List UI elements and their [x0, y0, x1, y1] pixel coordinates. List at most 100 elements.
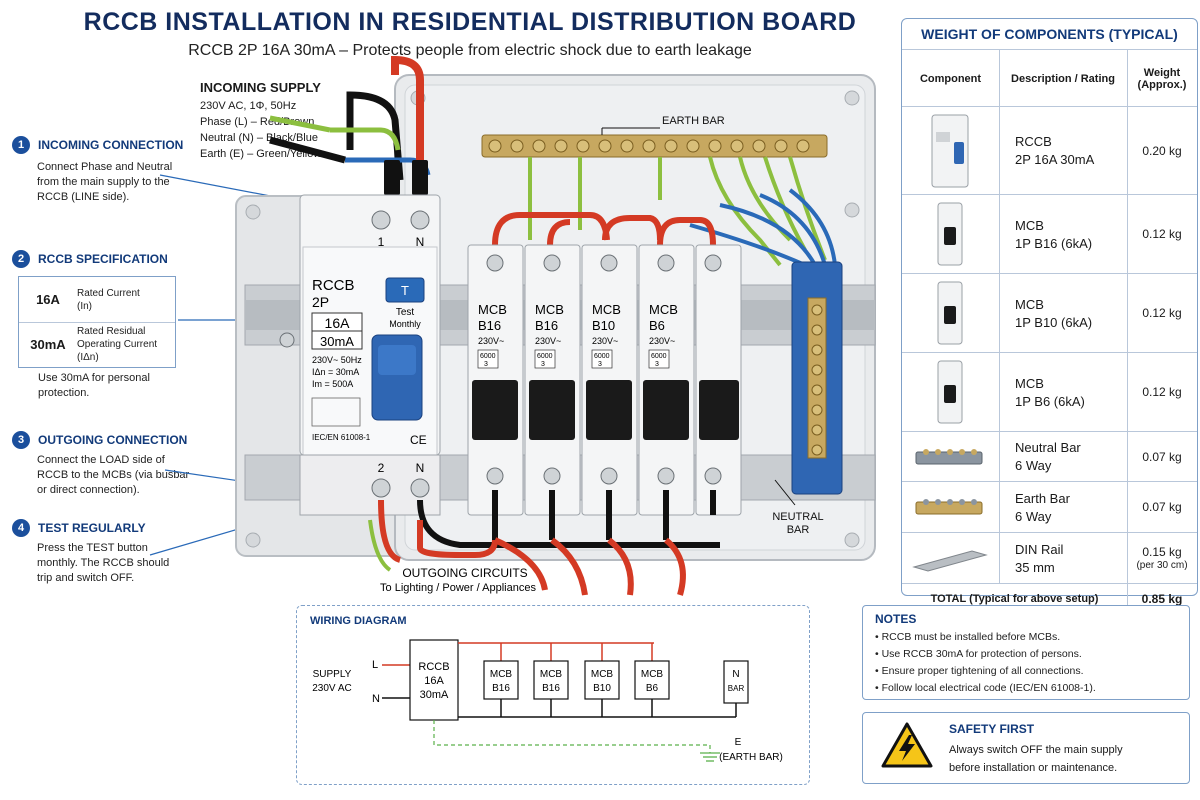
step-text-line: Press the TEST button [37, 542, 148, 554]
note-item: • RCCB must be installed before MCBs. [875, 631, 1061, 643]
wiring-title: WIRING DIAGRAM [310, 615, 407, 627]
step-2-heading: 2 RCCB SPECIFICATION [12, 250, 168, 268]
svg-text:B16: B16 [478, 318, 501, 333]
notes-panel: NOTES • RCCB must be installed before MC… [862, 605, 1190, 700]
svg-text:N: N [372, 693, 380, 705]
spec-box: 16A Rated Current (In) 30mA Rated Residu… [18, 276, 176, 368]
spec-desc-line: (In) [77, 300, 92, 312]
step-4-text: Press the TEST button monthly. The RCCB … [37, 541, 169, 586]
step-title: TEST REGULARLY [38, 521, 146, 535]
spec-value: 16A [36, 292, 60, 307]
outgoing-circuits-subtitle: To Lighting / Power / Appliances [380, 582, 536, 594]
spec-desc-line: (IΔn) [77, 352, 99, 363]
svg-text:6000: 6000 [537, 353, 553, 360]
rccb-name: RCCB [312, 277, 355, 294]
supply-line: Earth (E) – Green/Yellow [200, 148, 322, 160]
component-weight: 0.15 kg (per 30 cm) [1127, 533, 1197, 584]
svg-text:N: N [732, 669, 739, 680]
step-text-line: RCCB to the MCBs (via busbar [37, 469, 190, 481]
total-row: TOTAL (Typical for above setup) 0.85 kg [902, 583, 1197, 614]
safety-panel: SAFETY FIRST Always switch OFF the main … [862, 712, 1190, 784]
header-weight: Weight (Approx.) [1137, 66, 1187, 91]
svg-text:IΔn = 30mA: IΔn = 30mA [312, 367, 359, 377]
svg-text:3: 3 [484, 361, 488, 368]
wiring-diagram-panel [296, 605, 810, 785]
svg-text:Test: Test [396, 307, 415, 318]
note-item: • Use RCCB 30mA for protection of person… [875, 648, 1082, 660]
step-2-text: Use 30mA for personal protection. [38, 371, 150, 401]
step-1-text: Connect Phase and Neutral from the main … [37, 160, 172, 205]
header-description: Description / Rating [999, 50, 1128, 107]
step-4-heading: 4 TEST REGULARLY [12, 519, 146, 537]
step-text-line: Connect the LOAD side of [37, 454, 165, 466]
step-number: 2 [12, 250, 30, 268]
safety-title: SAFETY FIRST [949, 722, 1035, 736]
svg-text:RCCB: RCCB [418, 661, 449, 673]
component-weight: 0.12 kg [1142, 306, 1182, 320]
svg-text:MCB: MCB [649, 302, 678, 317]
wiring-mcb-box [584, 660, 620, 700]
svg-text:230V~: 230V~ [535, 336, 561, 346]
svg-text:6000: 6000 [651, 353, 667, 360]
spec-desc-line: Operating Current [77, 339, 158, 350]
svg-text:MCB: MCB [490, 669, 513, 680]
svg-text:230V~: 230V~ [478, 336, 504, 346]
safety-text-line: Always switch OFF the main supply [949, 744, 1123, 756]
rccb-poles: 2P [312, 294, 329, 310]
step-text-line: RCCB (LINE side). [37, 191, 130, 203]
step-1-heading: 1 INCOMING CONNECTION [12, 136, 183, 154]
supply-line: 230V AC, 1Φ, 50Hz [200, 100, 297, 112]
svg-text:N: N [416, 461, 425, 475]
wiring-mcb-box [634, 660, 670, 700]
svg-text:IEC/EN 61008-1: IEC/EN 61008-1 [312, 433, 371, 442]
step-number: 3 [12, 431, 30, 449]
svg-text:Monthly: Monthly [389, 319, 421, 329]
svg-text:30mA: 30mA [420, 689, 449, 701]
step-number: 1 [12, 136, 30, 154]
svg-text:Im = 500A: Im = 500A [312, 379, 353, 389]
svg-text:CE: CE [410, 433, 427, 447]
step-text-line: trip and switch OFF. [37, 572, 135, 584]
svg-text:3: 3 [541, 361, 545, 368]
step-3-heading: 3 OUTGOING CONNECTION [12, 431, 187, 449]
total-value: 0.85 kg [1141, 591, 1183, 606]
spec-row: 16A Rated Current (In) [19, 277, 175, 323]
step-text-line: protection. [38, 387, 90, 399]
svg-text:MCB: MCB [535, 302, 564, 317]
svg-text:SUPPLY: SUPPLY [313, 669, 352, 680]
spec-row: 30mA Rated Residual Operating Current (I… [19, 322, 175, 367]
earth-bar-screws [488, 139, 810, 153]
weight-table-title: WEIGHT OF COMPONENTS (TYPICAL) [921, 26, 1178, 42]
svg-text:B16: B16 [542, 683, 560, 694]
page-subtitle: RCCB 2P 16A 30mA – Protects people from … [188, 42, 752, 59]
step-text-line: or direct connection). [37, 484, 140, 496]
svg-text:6000: 6000 [480, 353, 496, 360]
svg-text:E: E [735, 737, 742, 748]
safety-text-line: before installation or maintenance. [949, 762, 1118, 774]
earth-bar-icon [902, 482, 1000, 533]
mcb-icon [902, 195, 1000, 274]
rccb-terminal-label: N [416, 235, 425, 249]
neutral-bar-icon [902, 432, 1000, 482]
wiring-diagram: WIRING DIAGRAM SUPPLY 230V AC L N RCCB 1… [310, 615, 783, 763]
svg-text:2: 2 [378, 461, 385, 475]
mcb-device: MCB B10 230V~ 6000 3 [581, 244, 638, 516]
mcb-device: MCB B16 230V~ 6000 3 [467, 244, 524, 516]
page-title: RCCB INSTALLATION IN RESIDENTIAL DISTRIB… [83, 8, 857, 36]
rccb-test-button [385, 277, 425, 303]
rccb-terminal-label: 1 [378, 235, 385, 249]
component-weight: 0.12 kg [1142, 385, 1182, 399]
step-text-line: from the main supply to the [37, 176, 170, 188]
step-title: INCOMING CONNECTION [38, 138, 184, 152]
weight-table-panel: WEIGHT OF COMPONENTS (TYPICAL) Component… [901, 18, 1198, 614]
supply-line: Neutral (N) – Black/Blue [200, 132, 318, 144]
svg-text:B16: B16 [492, 683, 510, 694]
wiring-mcb-box [533, 660, 569, 700]
spec-desc: Rated Residual Operating Current (IΔn) [77, 325, 175, 364]
